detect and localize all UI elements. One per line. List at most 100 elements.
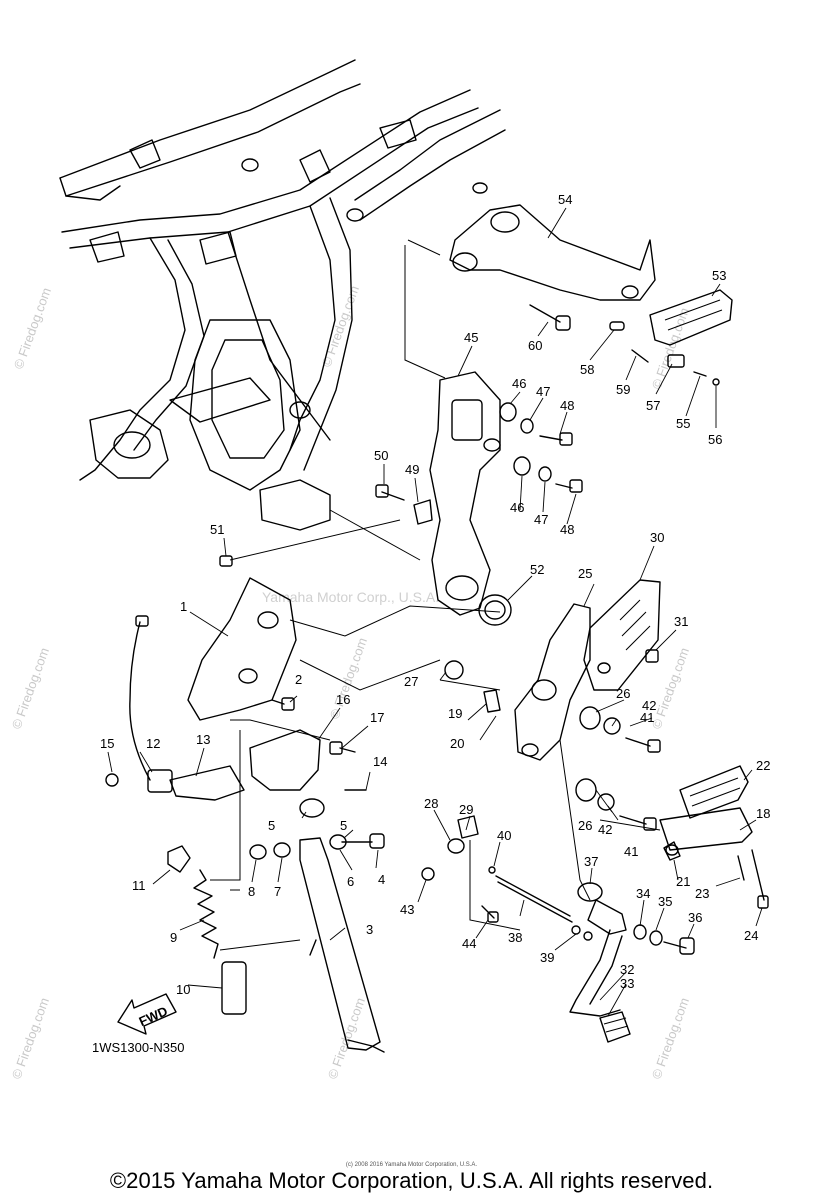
part-3-sidestand [299, 837, 385, 1053]
frame-assembly [59, 59, 506, 531]
part-label: 49 [405, 462, 419, 477]
part-label: 41 [640, 710, 654, 725]
parts-34-36-shift-hardware [571, 924, 695, 955]
part-16-bracket [249, 729, 367, 791]
part-31-bolt [645, 649, 659, 663]
part-label: 1 [180, 599, 187, 614]
part-number-labels: 1 2 3 4 5 5 6 7 8 9 10 11 12 13 14 15 16… [100, 192, 770, 997]
part-label: 48 [560, 522, 574, 537]
part-label: 28 [424, 796, 438, 811]
part-label: 17 [370, 710, 384, 725]
watermark-firedog: © Firedog.com [649, 646, 692, 731]
part-label: 36 [688, 910, 702, 925]
part-label: 3 [366, 922, 373, 937]
part-label: 21 [676, 874, 690, 889]
part-label: 59 [616, 382, 630, 397]
part-52-oil-seal [478, 594, 512, 626]
part-label: 32 [620, 962, 634, 977]
part-label: 10 [176, 982, 190, 997]
part-11-hook [167, 845, 191, 873]
part-label: 29 [459, 802, 473, 817]
part-label: 47 [534, 512, 548, 527]
part-label: 25 [578, 566, 592, 581]
part-label: 51 [210, 522, 224, 537]
part-label: 38 [508, 930, 522, 945]
part-54-footrest-bracket [449, 204, 656, 301]
part-label: 47 [536, 384, 550, 399]
diagram-code: 1WS1300-N350 [92, 1040, 185, 1055]
part-label: 7 [274, 884, 281, 899]
part-label: 60 [528, 338, 542, 353]
part-label: 56 [708, 432, 722, 447]
parts-26-42-41-footrest-hardware [575, 706, 661, 831]
part-12-sidestand-switch [105, 615, 173, 793]
fwd-label: FWD [137, 1003, 170, 1029]
watermark-firedog: © Firedog.com [11, 286, 54, 371]
part-30-heel-guard [583, 579, 661, 691]
part-label: 5 [268, 818, 275, 833]
part-label: 13 [196, 732, 210, 747]
fine-print: (c) 2008 2016 Yamaha Motor Corporation, … [345, 1162, 478, 1168]
part-label: 41 [624, 844, 638, 859]
part-label: 6 [347, 874, 354, 889]
part-label: 58 [580, 362, 594, 377]
part-38-shift-rod [495, 875, 573, 923]
part-label: 57 [646, 398, 660, 413]
part-22-footpeg-rubber [679, 765, 749, 819]
parts-28-29-40-43-44 [421, 815, 499, 923]
part-label: 24 [744, 928, 758, 943]
watermark-firedog: © Firedog.com [649, 996, 692, 1081]
copyright-notice: ©2015 Yamaha Motor Corporation, U.S.A. A… [109, 1168, 714, 1193]
part-25-footrest-bracket [514, 603, 591, 761]
part-2-bolt [281, 697, 295, 711]
part-label: 43 [400, 902, 414, 917]
part-label: 31 [674, 614, 688, 629]
part-label: 37 [584, 854, 598, 869]
part-label: 26 [616, 686, 630, 701]
part-label: 4 [378, 872, 385, 887]
part-label: 48 [560, 398, 574, 413]
part-label: 18 [756, 806, 770, 821]
part-label: 2 [295, 672, 302, 687]
part-33-shift-pedal-rubber [599, 1011, 631, 1043]
part-label: 27 [404, 674, 418, 689]
watermark-firedog: © Firedog.com [319, 284, 362, 369]
part-label: 26 [578, 818, 592, 833]
fwd-direction-arrow: FWD [117, 993, 177, 1035]
part-label: 46 [512, 376, 526, 391]
part-label: 53 [712, 268, 726, 283]
part-label: 8 [248, 884, 255, 899]
part-label: 55 [676, 416, 690, 431]
part-label: 52 [530, 562, 544, 577]
label-leader-lines [107, 207, 763, 1017]
part-label: 45 [464, 330, 478, 345]
watermark-firedog: © Firedog.com [9, 646, 52, 731]
part-label: 15 [100, 736, 114, 751]
watermark-firedog: © Firedog.com [327, 636, 370, 721]
part-label: 19 [448, 706, 462, 721]
parts-19-20-27 [444, 660, 501, 713]
part-label: 54 [558, 192, 572, 207]
parts-49-51-fasteners [219, 484, 433, 567]
part-9-spring [193, 869, 219, 959]
part-label: 12 [146, 736, 160, 751]
part-label: 39 [540, 950, 554, 965]
part-label: 14 [373, 754, 387, 769]
watermark-firedog: © Firedog.com [9, 996, 52, 1081]
part-18-footpeg [659, 807, 753, 856]
part-label: 20 [450, 736, 464, 751]
part-label: 16 [336, 692, 350, 707]
part-label: 5 [340, 818, 347, 833]
part-32-shift-lever [569, 929, 623, 1017]
part-13-plate [169, 765, 245, 801]
part-label: 9 [170, 930, 177, 945]
watermark-firedog: © Firedog.com [325, 996, 368, 1081]
part-label: 11 [132, 878, 146, 893]
part-53-rear-footpeg [649, 289, 733, 346]
parts-55-59-small-fasteners [609, 321, 720, 386]
parts-21-23-24 [663, 841, 769, 909]
assembly-guide-lines [210, 239, 661, 951]
part-45-bracket [429, 371, 501, 616]
